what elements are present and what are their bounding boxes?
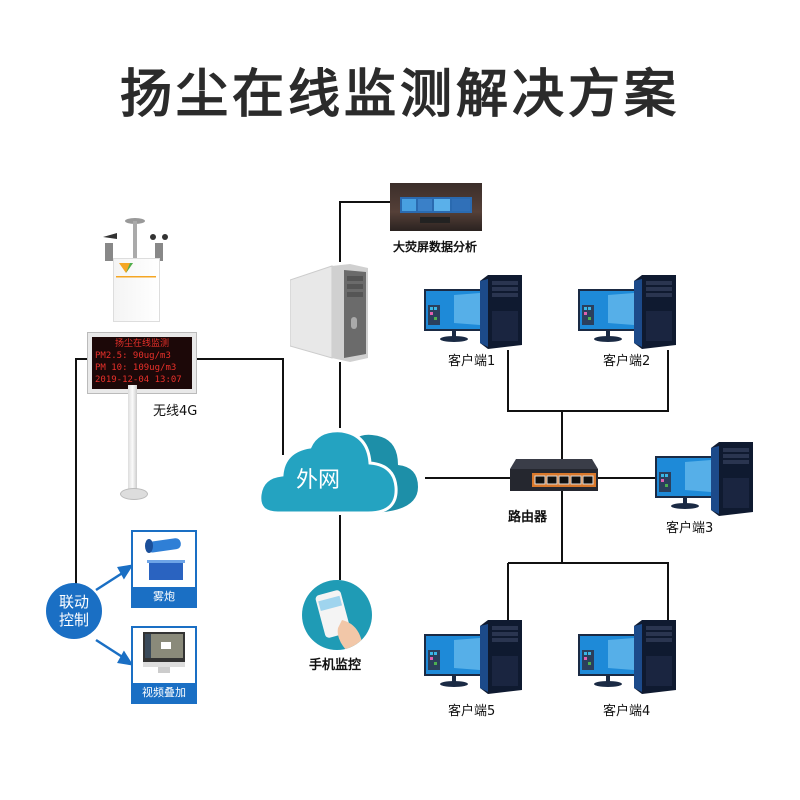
desktop-pc-icon (655, 442, 753, 516)
page-title: 扬尘在线监测解决方案 (119, 65, 680, 125)
arrow-to-video (95, 638, 125, 660)
arrow-to-fogcannon (95, 570, 125, 592)
wireless-4g-label: 无线4G (153, 404, 198, 419)
station-pole-base (120, 488, 148, 500)
fog-cannon-label: 雾炮 (133, 587, 195, 606)
line-clients-bottom (508, 562, 669, 620)
desktop-pc-icon (424, 620, 522, 694)
client-pc-2 (578, 275, 678, 350)
monitor-icon (143, 632, 185, 673)
line-server-bigscreen (339, 201, 390, 262)
server-icon (290, 264, 368, 362)
line-station-left (75, 358, 88, 605)
router-label: 路由器 (508, 510, 548, 525)
client-pc-5 (424, 620, 524, 695)
client-label-4: 客户端4 (603, 704, 651, 719)
linkage-control-badge: 联动 控制 (46, 583, 102, 639)
led-display: 扬尘在线监测 PM2.5: 90ug/m3 PM 10: 109ug/m3 20… (88, 333, 196, 393)
desktop-pc-icon (424, 275, 522, 349)
cloud-icon (258, 429, 418, 515)
client-label-1: 客户端1 (448, 354, 496, 369)
fog-cannon-box: 雾炮 (131, 530, 197, 608)
line-station-cloud (182, 358, 284, 455)
client-label-2: 客户端2 (603, 354, 651, 369)
big-screen-label: 大荧屏数据分析 (393, 240, 478, 254)
router-icon (510, 459, 598, 491)
desktop-pc-icon (578, 620, 676, 694)
line-clients-top (507, 350, 669, 412)
phone-icon (302, 580, 372, 650)
phone-label: 手机监控 (309, 658, 362, 673)
client-label-3: 客户端3 (666, 521, 714, 536)
client-pc-1 (424, 275, 524, 350)
fog-cannon-icon (145, 538, 185, 580)
desktop-pc-icon (578, 275, 676, 349)
video-overlay-box: 视频叠加 (131, 626, 197, 704)
station-pole (128, 385, 137, 495)
cloud-label: 外网 (296, 468, 341, 493)
client-label-5: 客户端5 (448, 704, 496, 719)
client-pc-3 (655, 442, 755, 517)
video-overlay-label: 视频叠加 (133, 683, 195, 702)
station-enclosure (113, 258, 160, 322)
big-screen-image (390, 183, 482, 231)
client-pc-4 (578, 620, 678, 695)
sensor-head-icon (103, 218, 168, 261)
